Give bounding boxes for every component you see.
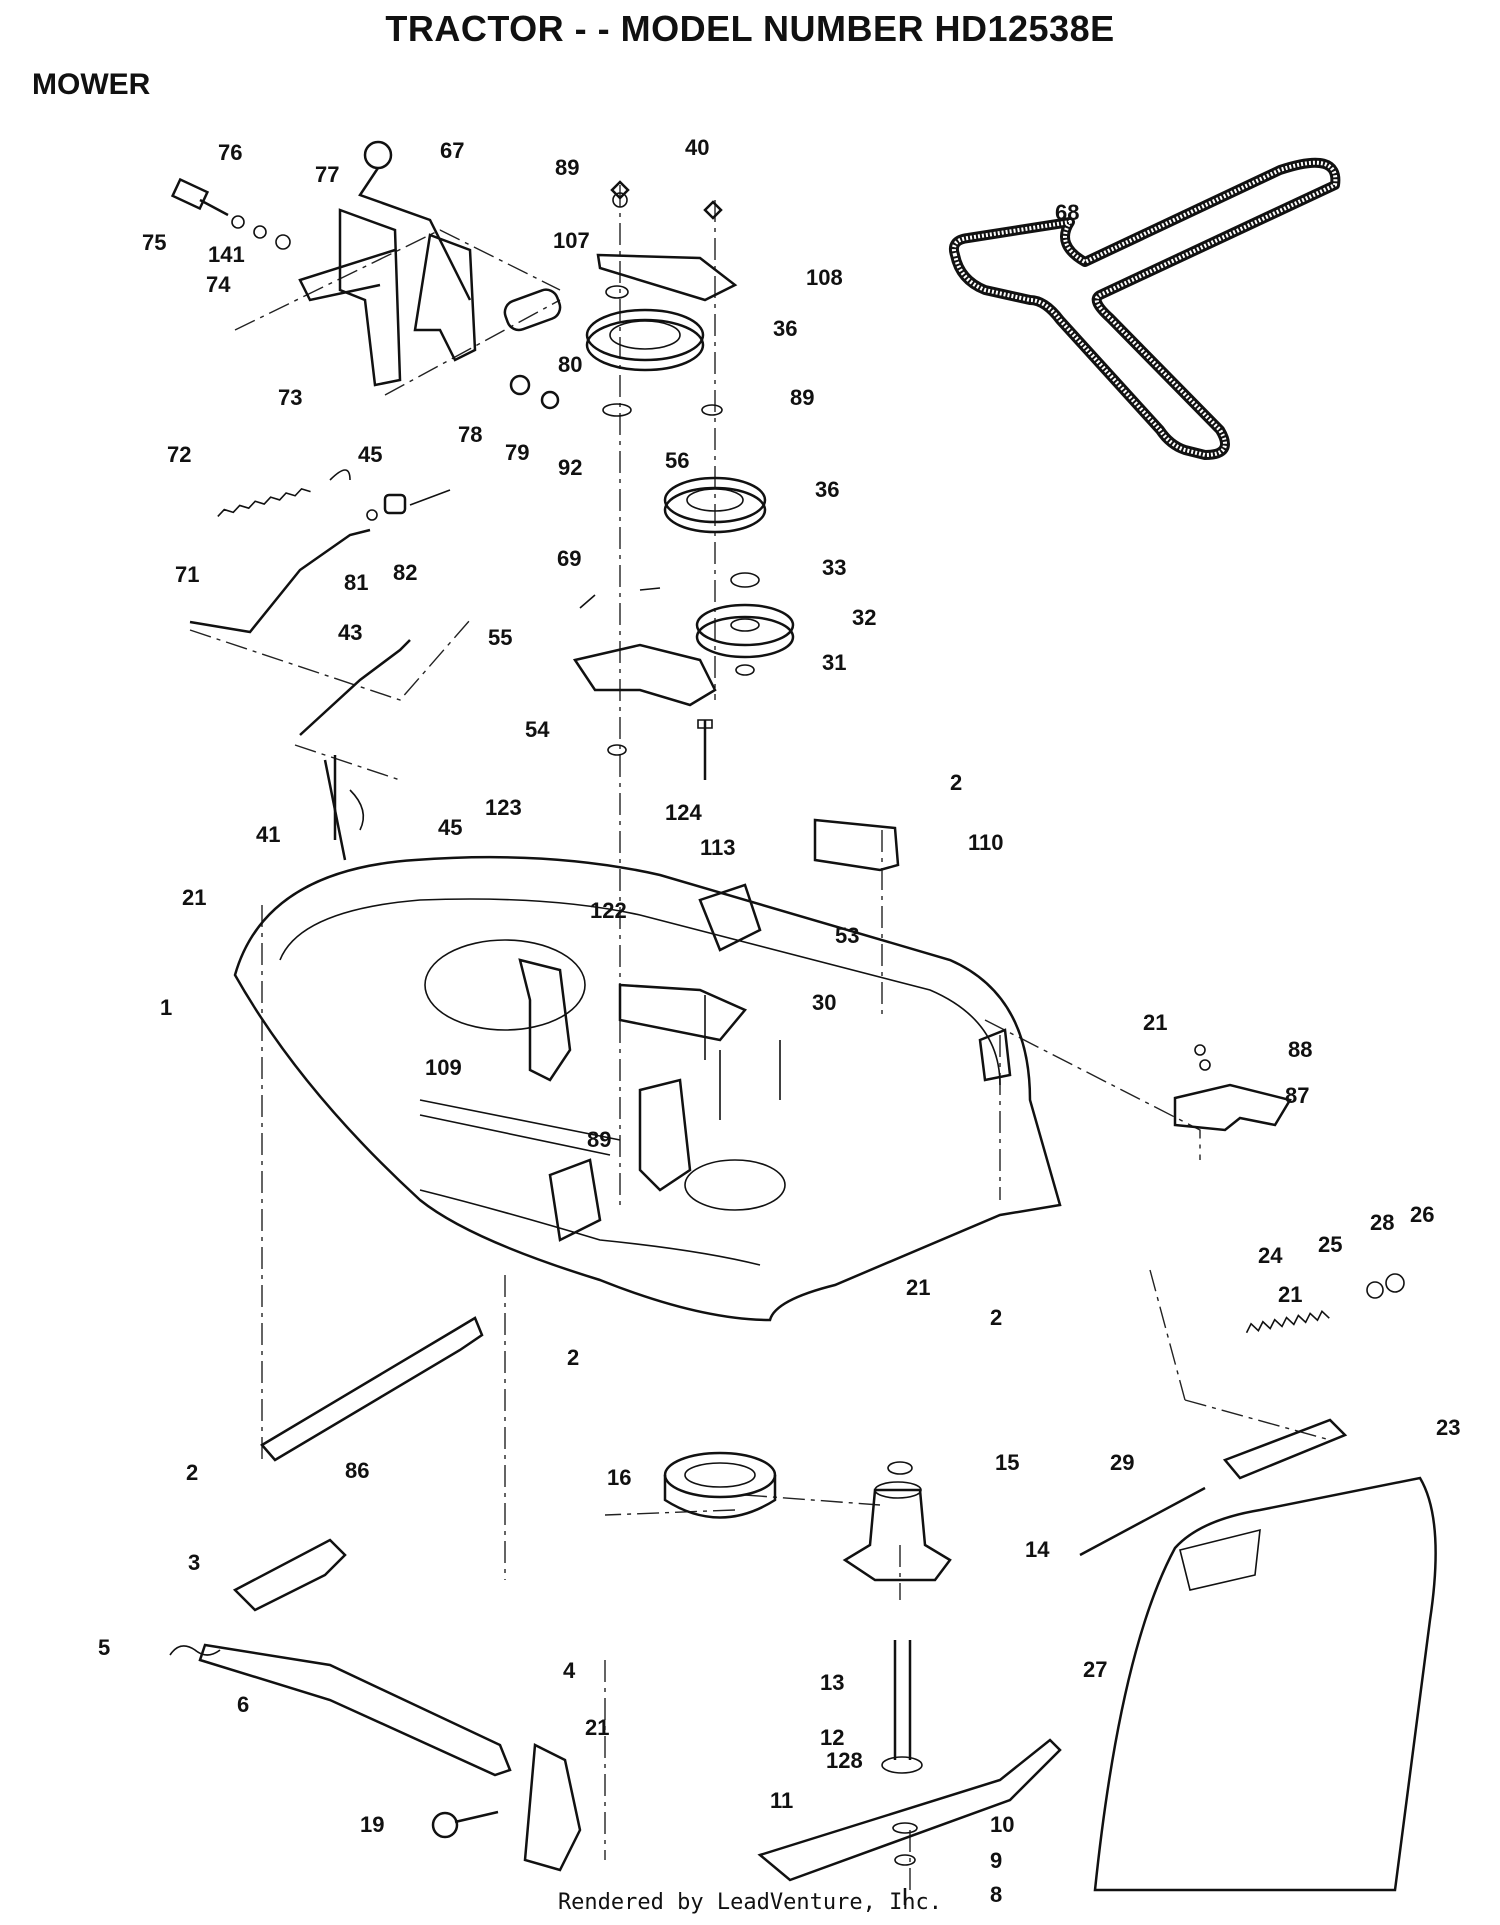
callout-c26: 26 (1410, 1202, 1434, 1227)
callout-c14: 14 (1025, 1537, 1050, 1562)
callout-c45b: 45 (438, 815, 462, 840)
callout-c16: 16 (607, 1465, 631, 1490)
pulley-stack (572, 180, 795, 780)
callout-c6: 6 (237, 1692, 249, 1717)
callout-c21c: 21 (906, 1275, 930, 1300)
callout-c21d: 21 (1278, 1282, 1302, 1307)
callout-c4: 4 (563, 1658, 576, 1683)
callout-c113: 113 (700, 835, 736, 860)
callout-c89b: 89 (790, 385, 814, 410)
assembly-guide-lines (189, 185, 1331, 1895)
callout-c41: 41 (256, 822, 280, 847)
callout-c82: 82 (393, 560, 417, 585)
callout-c28: 28 (1370, 1210, 1394, 1235)
callout-c21a: 21 (182, 885, 206, 910)
mower-deck (233, 818, 1062, 1322)
callout-c77: 77 (315, 162, 339, 187)
callout-c5: 5 (98, 1635, 110, 1660)
callout-c1: 1 (160, 995, 172, 1020)
callout-c29: 29 (1110, 1450, 1134, 1475)
spindle-and-blade (663, 1451, 1062, 1905)
callout-c2b: 2 (990, 1305, 1002, 1330)
callout-c128: 128 (826, 1748, 863, 1773)
callout-c124: 124 (665, 800, 702, 825)
callout-c40: 40 (685, 135, 709, 160)
callout-c56: 56 (665, 448, 689, 473)
callout-c88: 88 (1288, 1037, 1312, 1062)
callout-c9: 9 (990, 1848, 1002, 1873)
callout-c109: 109 (425, 1055, 462, 1080)
callout-c53: 53 (835, 923, 859, 948)
callout-c74: 74 (206, 272, 231, 297)
callout-c2c: 2 (567, 1345, 579, 1370)
callout-c92: 92 (558, 455, 582, 480)
callout-c89a: 89 (555, 155, 579, 180)
front-bracket (1173, 1044, 1292, 1132)
callout-c23: 23 (1436, 1415, 1460, 1440)
section-heading: MOWER (32, 68, 151, 101)
callout-c141: 141 (208, 242, 245, 267)
callout-c27: 27 (1083, 1657, 1107, 1682)
callout-c25: 25 (1318, 1232, 1342, 1257)
callout-c73: 73 (278, 385, 302, 410)
callout-c108: 108 (806, 265, 843, 290)
callout-c45a: 45 (358, 442, 382, 467)
callout-c89c: 89 (587, 1127, 611, 1152)
lower-linkage (169, 1316, 582, 1872)
callout-c71: 71 (175, 562, 199, 587)
callout-c12: 12 (820, 1725, 844, 1750)
callout-c110: 110 (968, 830, 1004, 855)
callout-c13: 13 (820, 1670, 844, 1695)
callout-c31: 31 (822, 650, 846, 675)
callout-c43: 43 (338, 620, 362, 645)
callout-c21b: 21 (1143, 1010, 1167, 1035)
callout-c68: 68 (1055, 200, 1079, 225)
callout-c2d: 2 (186, 1460, 198, 1485)
lift-linkage (189, 469, 451, 861)
callout-c122: 122 (590, 898, 627, 923)
drive-belt (948, 157, 1341, 460)
callout-c21e: 21 (585, 1715, 609, 1740)
callout-c67: 67 (440, 138, 464, 163)
callout-c11: 11 (770, 1788, 793, 1813)
lift-handle-assembly (170, 140, 562, 410)
callout-c36b: 36 (815, 477, 839, 502)
callout-c32: 32 (852, 605, 876, 630)
callout-c55: 55 (488, 625, 512, 650)
callout-c123: 123 (485, 795, 522, 820)
footer-credit: Rendered by LeadVenture, Inc. (557, 1890, 943, 1915)
callout-c107: 107 (553, 228, 590, 253)
callout-c10: 10 (990, 1812, 1014, 1837)
callout-c79: 79 (505, 440, 529, 465)
callout-c54: 54 (525, 717, 550, 742)
callout-c76: 76 (218, 140, 242, 165)
callout-c72: 72 (167, 442, 191, 467)
discharge-chute (1093, 1476, 1437, 1892)
callout-c8: 8 (990, 1882, 1002, 1907)
callout-c81: 81 (344, 570, 368, 595)
callout-c78: 78 (458, 422, 482, 447)
rear-spring-assembly (1079, 1273, 1405, 1557)
callout-c2a: 2 (950, 770, 962, 795)
callout-c19: 19 (360, 1812, 384, 1837)
callout-c30: 30 (812, 990, 836, 1015)
callout-c3: 3 (188, 1550, 200, 1575)
callout-c33: 33 (822, 555, 846, 580)
page-title: TRACTOR - - MODEL NUMBER HD12538E (385, 8, 1115, 49)
callout-c24: 24 (1258, 1243, 1283, 1268)
callout-c87: 87 (1285, 1083, 1309, 1108)
callout-c69: 69 (557, 546, 581, 571)
callout-c36a: 36 (773, 316, 797, 341)
callout-c80: 80 (558, 352, 582, 377)
callout-c15: 15 (995, 1450, 1019, 1475)
callout-c75: 75 (142, 230, 166, 255)
callout-c86: 86 (345, 1458, 369, 1483)
